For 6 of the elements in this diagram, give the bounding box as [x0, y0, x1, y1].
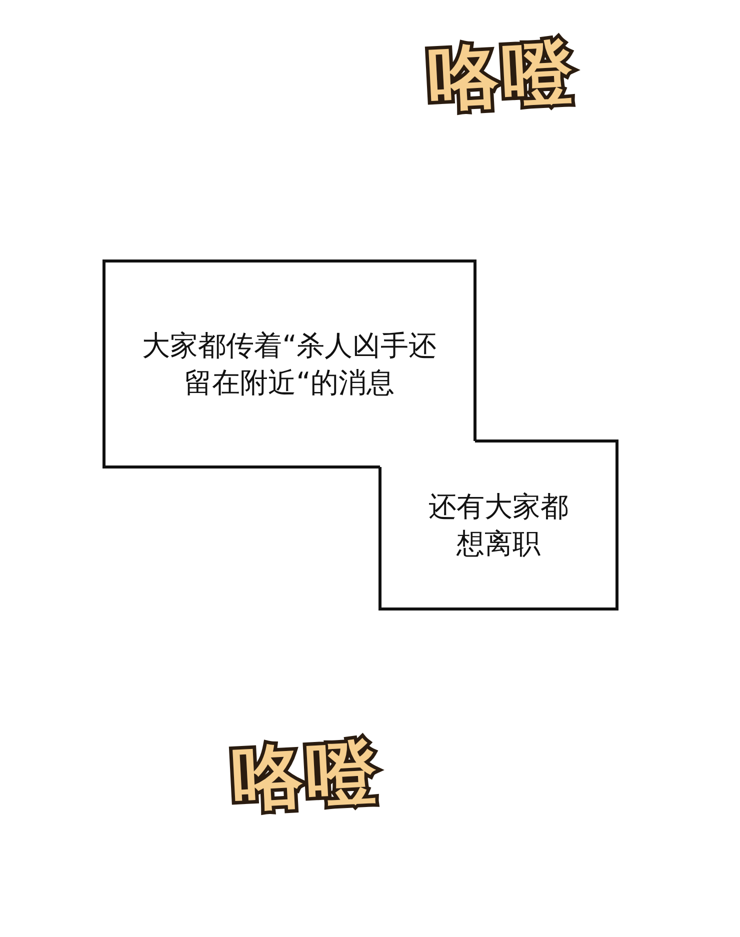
caption-box: [104, 261, 475, 467]
sound-effect-text: 咯噔: [230, 731, 382, 819]
caption-text: 大家都传着“杀人凶手还留在附近“的消息: [141, 328, 438, 401]
caption-text: 还有大家都想离职: [428, 489, 570, 562]
caption-box: [380, 441, 617, 609]
sound-effect-text: 咯噔: [426, 31, 578, 119]
